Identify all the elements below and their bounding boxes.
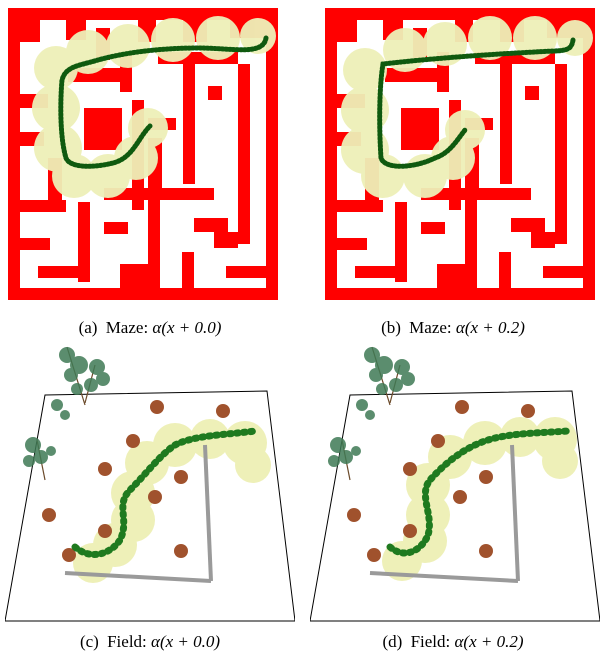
- caption-b: (b) Maze: α(x + 0.2): [303, 318, 603, 338]
- panel-maze-b: [325, 8, 595, 300]
- caption-a-label: (a): [79, 318, 98, 337]
- caption-a: (a) Maze: α(x + 0.0): [0, 318, 300, 338]
- field-d-image: [310, 345, 600, 623]
- panel-field-d: [310, 345, 600, 623]
- caption-d-expr: α(x + 0.2): [454, 632, 523, 651]
- field-c-image: [5, 345, 295, 623]
- caption-b-label: (b): [381, 318, 401, 337]
- caption-c-text: Field:: [107, 632, 147, 651]
- caption-d-label: (d): [382, 632, 402, 651]
- maze-a-image: [8, 8, 278, 300]
- caption-a-text: Maze:: [106, 318, 148, 337]
- panel-maze-a: [8, 8, 278, 300]
- caption-c: (c) Field: α(x + 0.0): [0, 632, 300, 652]
- maze-b-image: [325, 8, 595, 300]
- panel-field-c: [5, 345, 295, 623]
- caption-b-expr: α(x + 0.2): [456, 318, 525, 337]
- caption-c-expr: α(x + 0.0): [151, 632, 220, 651]
- caption-d: (d) Field: α(x + 0.2): [303, 632, 603, 652]
- caption-b-text: Maze:: [409, 318, 451, 337]
- caption-c-label: (c): [80, 632, 99, 651]
- caption-a-expr: α(x + 0.0): [152, 318, 221, 337]
- caption-d-text: Field:: [411, 632, 451, 651]
